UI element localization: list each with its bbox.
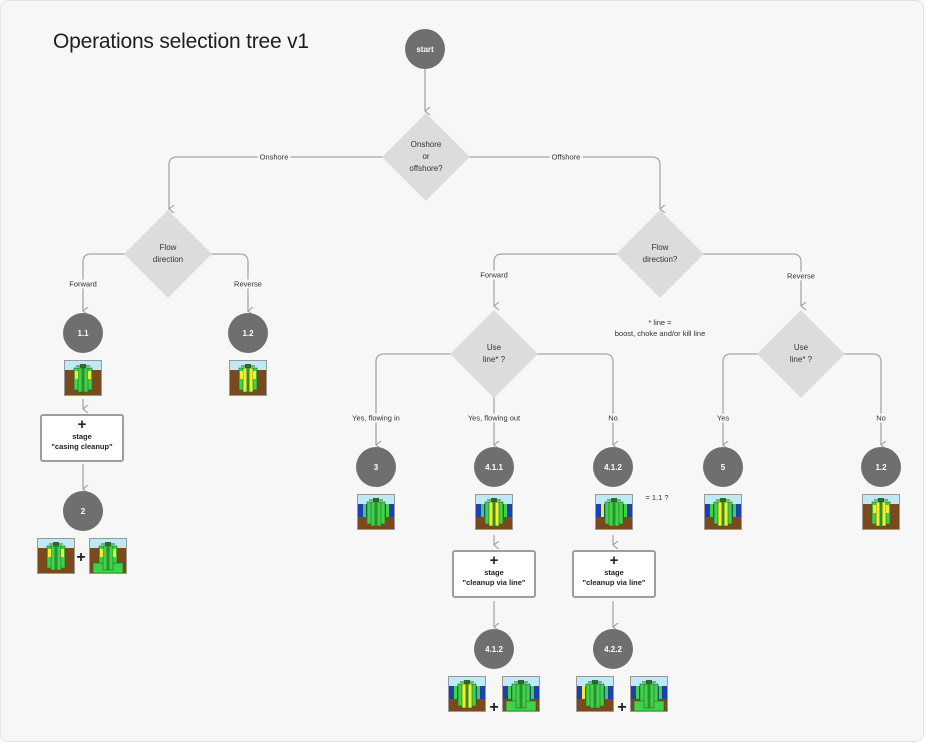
node-3[interactable]: 3 <box>356 447 396 487</box>
node-4-1-2[interactable]: 4.1.2 <box>593 447 633 487</box>
edge-label-forward-onshore: Forward <box>67 279 99 289</box>
decision-flow-onshore[interactable]: Flow direction <box>124 210 212 298</box>
stage-label: stage <box>604 568 624 577</box>
well-diagram-icon <box>37 538 75 574</box>
decision-label: Flow direction <box>152 243 184 264</box>
plus-icon: + <box>489 552 499 569</box>
plus-icon: + <box>76 549 86 566</box>
node-2[interactable]: 2 <box>63 491 103 531</box>
node-1-2[interactable]: 1.2 <box>228 313 268 353</box>
stage-label: stage <box>72 432 92 441</box>
stage-cleanup-via-line-a[interactable]: + stage "cleanup via line" <box>452 550 536 598</box>
plus-icon: + <box>609 552 619 569</box>
decision-label: Flow direction? <box>642 243 678 264</box>
line-definition-note: * line = boost, choke and/or kill line <box>614 318 706 338</box>
well-diagram-icon <box>475 494 513 530</box>
stage-cleanup-via-line-b[interactable]: + stage "cleanup via line" <box>572 550 656 598</box>
stage-name: "cleanup via line" <box>462 578 526 587</box>
edge-label-onshore: Onshore <box>257 152 291 162</box>
decision-label: Onshore or offshore? <box>409 140 443 173</box>
diagram-canvas: Operations selection tree v1 <box>0 0 924 742</box>
edge-label-offshore: Offshore <box>549 152 583 162</box>
edge-label-yes-reverse: Yes <box>714 413 732 423</box>
edge-label-yes-flowing-in: Yes, flowing in <box>350 413 402 423</box>
well-diagram-icon <box>630 676 668 712</box>
well-diagram-icon <box>229 360 267 396</box>
node-1-2-offshore[interactable]: 1.2 <box>861 447 901 487</box>
node-1-1[interactable]: 1.1 <box>63 313 103 353</box>
well-diagram-icon <box>576 676 614 712</box>
edge-label-forward-offshore: Forward <box>478 270 510 280</box>
well-diagram-icon <box>502 676 540 712</box>
stage-name: "cleanup via line" <box>582 578 646 587</box>
node-4-1-1[interactable]: 4.1.1 <box>474 447 514 487</box>
edge-label-reverse-onshore: Reverse <box>232 279 264 289</box>
node-5[interactable]: 5 <box>703 447 743 487</box>
node-4-2-2[interactable]: 4.2.2 <box>593 629 633 669</box>
well-diagram-icon <box>357 494 395 530</box>
stage-name: "casing cleanup" <box>51 442 113 451</box>
well-diagram-icon <box>64 360 102 396</box>
well-diagram-icon <box>862 494 900 530</box>
stage-label: stage <box>484 568 504 577</box>
well-diagram-icon <box>704 494 742 530</box>
decision-flow-offshore[interactable]: Flow direction? <box>616 210 704 298</box>
start-node[interactable]: start <box>405 29 445 69</box>
decision-use-line-reverse[interactable]: Use line* ? <box>757 310 845 398</box>
diagram-title: Operations selection tree v1 <box>53 30 309 53</box>
well-diagram-icon <box>595 494 633 530</box>
stage-casing-cleanup[interactable]: + stage "casing cleanup" <box>40 414 124 462</box>
equals-1-1-note: = 1.1 ? <box>645 493 669 502</box>
edge-label-no-reverse: No <box>874 413 888 423</box>
edge-label-no-forward: No <box>606 413 620 423</box>
plus-icon: + <box>489 699 499 716</box>
decision-label: Use line* ? <box>482 343 506 364</box>
plus-icon: + <box>617 699 627 716</box>
edge-label-yes-flowing-out: Yes, flowing out <box>465 413 523 423</box>
node-4-1-2-final[interactable]: 4.1.2 <box>474 629 514 669</box>
plus-icon: + <box>77 416 87 433</box>
well-diagram-icon <box>448 676 486 712</box>
decision-use-line-forward[interactable]: Use line* ? <box>450 310 538 398</box>
decision-label: Use line* ? <box>789 343 813 364</box>
decision-onshore-offshore[interactable]: Onshore or offshore? <box>382 113 470 201</box>
edge-label-reverse-offshore: Reverse <box>785 271 817 281</box>
well-diagram-icon <box>89 538 127 574</box>
